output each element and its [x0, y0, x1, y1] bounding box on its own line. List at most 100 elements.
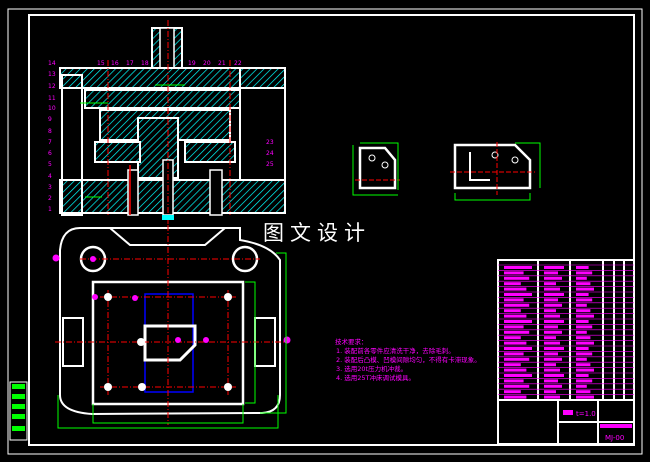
parts-list-cell [504, 357, 530, 361]
parts-list-cell [504, 293, 532, 296]
part-label: 21 [218, 60, 226, 67]
parts-list-cell [544, 336, 556, 340]
parts-list-cell [504, 336, 521, 340]
parts-list-cell [544, 395, 560, 399]
parts-list-cell [504, 363, 521, 367]
inner-frame [28, 14, 635, 446]
parts-list-cell [544, 347, 564, 350]
parts-list-cell [504, 320, 532, 323]
drawing-number: MJ-00 [605, 434, 624, 442]
parts-list-cell [504, 309, 521, 313]
parts-list-cell [544, 266, 564, 269]
part-label: 7 [48, 139, 52, 146]
parts-list-cell [544, 379, 558, 383]
outer-frame [7, 8, 643, 455]
parts-list-cell [544, 287, 560, 291]
parts-list-cell [504, 325, 524, 329]
part-label: 18 [141, 60, 149, 67]
parts-list-cell [504, 384, 530, 388]
parts-list-cell [544, 330, 562, 334]
part-label: 1 [48, 206, 52, 213]
part-label: 8 [48, 128, 52, 135]
part-labels-top: 15 16 17 18 19 20 21 22 [97, 60, 242, 67]
parts-list-cell [504, 271, 524, 275]
parts-list-cell [576, 390, 591, 394]
part-label: 24 [266, 150, 274, 157]
requirement-line: 1. 装配前各零件应清洗干净，去除毛刺。 [336, 346, 455, 355]
parts-list-cell [576, 374, 589, 377]
section-view [59, 20, 286, 225]
parts-list-cell [544, 282, 556, 286]
parts-list-cell [504, 347, 532, 350]
parts-list-cell [504, 314, 527, 318]
part-label: 14 [48, 60, 56, 67]
part-label: 2 [48, 195, 52, 202]
requirements-title: 技术要求： [335, 337, 368, 346]
parts-list-cell [544, 309, 556, 313]
part-label: 11 [48, 95, 56, 102]
parts-list-cell [544, 320, 564, 323]
parts-list-cell [544, 363, 556, 367]
parts-list-cell [544, 341, 560, 345]
parts-list-cell [544, 293, 564, 296]
parts-list-cell [576, 357, 587, 361]
parts-list-cell [576, 271, 593, 275]
parts-list-cell [576, 320, 589, 323]
parts-list-cell [576, 293, 589, 296]
part-detail-view-1 [352, 142, 400, 196]
part-label: 15 [97, 60, 105, 67]
part-label: 20 [203, 60, 211, 67]
parts-list-cell [576, 330, 587, 334]
parts-list-cell [504, 287, 527, 291]
watermark: 图文设计 [263, 221, 371, 245]
part-label: 19 [188, 60, 196, 67]
parts-list-cell [544, 276, 562, 280]
parts-list-cell [504, 266, 532, 269]
parts-list-cell [504, 341, 527, 345]
technical-requirements: 技术要求： 1. 装配前各零件应清洗干净，去除毛刺。 2. 装配后凸模、凹模间隙… [335, 337, 481, 382]
parts-list-cell [544, 374, 564, 377]
parts-list-cell [576, 384, 587, 388]
part-label: 16 [111, 60, 119, 67]
parts-list-cell [544, 303, 562, 307]
parts-list-cell [544, 390, 556, 394]
parts-list-cell [504, 276, 530, 280]
parts-list-cell [576, 309, 591, 313]
parts-list-cell [504, 368, 527, 372]
parts-list-cell [544, 314, 560, 318]
part-labels-right: 23 24 25 [266, 139, 274, 168]
parts-list-cell [504, 390, 521, 394]
parts-list-cell [504, 379, 524, 383]
part-label: 4 [48, 173, 52, 180]
part-labels-left: 1 2 3 4 5 6 7 8 9 10 11 12 13 14 [48, 60, 56, 213]
part-label: 9 [48, 116, 52, 123]
parts-list-cell [504, 374, 532, 377]
parts-list-cell [576, 336, 591, 340]
parts-list-cell [576, 303, 587, 307]
parts-list-cell [576, 395, 594, 399]
parts-list-cell [544, 325, 558, 329]
requirement-line: 3. 选用20t压力机冲裁。 [336, 364, 407, 373]
requirement-line: 4. 选用25T冲床调试模具。 [336, 373, 415, 382]
part-detail-view-2 [450, 142, 541, 201]
material-thickness: t=1.0 [576, 410, 596, 418]
parts-list-cell [504, 282, 521, 286]
parts-list-cell [504, 298, 524, 302]
parts-list-cell [576, 352, 593, 356]
parts-list-cell [576, 341, 594, 345]
parts-list-cell [576, 287, 594, 291]
part-label: 5 [48, 161, 52, 168]
requirement-line: 2. 装配后凸模、凹模间隙均匀，不得有卡滞现象。 [336, 355, 481, 364]
part-label: 6 [48, 150, 52, 157]
part-label: 13 [48, 71, 56, 78]
part-label: 17 [126, 60, 134, 67]
parts-list-cell [576, 325, 593, 329]
part-label: 10 [48, 105, 56, 112]
parts-list-cell [544, 271, 558, 275]
parts-list-cell [576, 368, 594, 372]
side-block [9, 381, 28, 441]
parts-list-cell [576, 298, 593, 302]
parts-list-cell [576, 314, 594, 318]
parts-list-cell [544, 298, 558, 302]
